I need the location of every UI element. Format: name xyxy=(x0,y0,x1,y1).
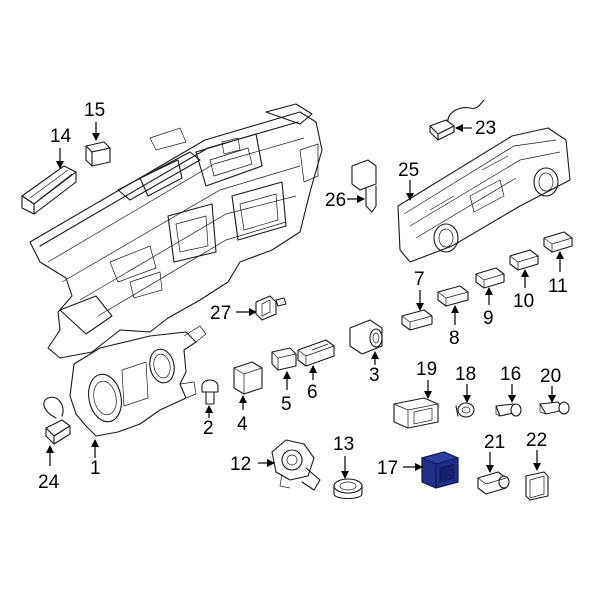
callout-9: 9 xyxy=(483,308,494,329)
part-21-socket-drawing xyxy=(477,471,510,495)
callout-16: 16 xyxy=(500,364,521,385)
part-19-module-drawing xyxy=(393,397,439,429)
part-11-switch-drawing xyxy=(543,231,573,253)
callout-17: 17 xyxy=(377,458,398,479)
part-15-drawing xyxy=(85,141,111,167)
part-23-wire-sensor-drawing xyxy=(429,99,485,141)
part-18-socket-drawing xyxy=(455,402,475,418)
callout-7: 7 xyxy=(414,269,425,290)
part-2-bolt-drawing xyxy=(201,379,219,405)
part-17-highlighted-module xyxy=(420,451,460,489)
callout-labels: 1 2 3 4 5 6 7 8 9 10 11 12 13 14 15 16 1… xyxy=(38,100,568,493)
leader-lines xyxy=(46,122,564,479)
part-13-socket-drawing xyxy=(333,478,363,500)
part-24-wire-sensor-drawing xyxy=(43,396,71,445)
callout-12: 12 xyxy=(230,454,251,475)
callout-1: 1 xyxy=(90,458,101,479)
part-9-switch-drawing xyxy=(475,267,505,289)
callout-18: 18 xyxy=(455,364,476,385)
callout-25: 25 xyxy=(398,160,419,181)
callout-6: 6 xyxy=(307,382,318,403)
part-22-cover-drawing xyxy=(525,471,549,501)
callout-23: 23 xyxy=(475,118,496,139)
part-1-instrument-cluster-drawing xyxy=(69,325,207,437)
callout-8: 8 xyxy=(449,328,460,349)
part-5-switch-drawing xyxy=(271,347,297,371)
callout-13: 13 xyxy=(333,434,354,455)
callout-5: 5 xyxy=(281,394,292,415)
callout-21: 21 xyxy=(484,432,505,453)
callout-24: 24 xyxy=(38,472,60,493)
part-4-switch-drawing xyxy=(233,361,263,395)
part-10-switch-drawing xyxy=(509,249,539,271)
callout-2: 2 xyxy=(203,418,214,439)
instrument-panel-drawing xyxy=(29,103,323,359)
part-27-sensor-drawing xyxy=(255,295,287,321)
callout-15: 15 xyxy=(84,100,105,121)
part-14-drawing xyxy=(21,165,77,215)
callout-22: 22 xyxy=(526,430,547,451)
part-12-ignition-switch-drawing xyxy=(271,439,321,491)
callout-10: 10 xyxy=(513,291,534,312)
callout-26: 26 xyxy=(325,190,346,211)
part-20-socket-drawing xyxy=(539,401,570,415)
part-16-socket-drawing xyxy=(495,403,522,417)
part-3-knob-drawing xyxy=(349,319,383,355)
callout-20: 20 xyxy=(540,366,561,387)
callout-4: 4 xyxy=(237,414,248,435)
part-7-switch-drawing xyxy=(401,309,433,331)
callout-14: 14 xyxy=(50,126,72,147)
callout-3: 3 xyxy=(369,365,380,386)
callout-11: 11 xyxy=(548,276,568,297)
part-25-climate-control-drawing xyxy=(397,127,571,263)
part-8-switch-drawing xyxy=(437,285,469,307)
callout-27: 27 xyxy=(210,303,231,324)
part-6-switch-drawing xyxy=(297,339,335,367)
callout-19: 19 xyxy=(416,359,437,380)
part-26-sensor-drawing xyxy=(351,159,377,213)
